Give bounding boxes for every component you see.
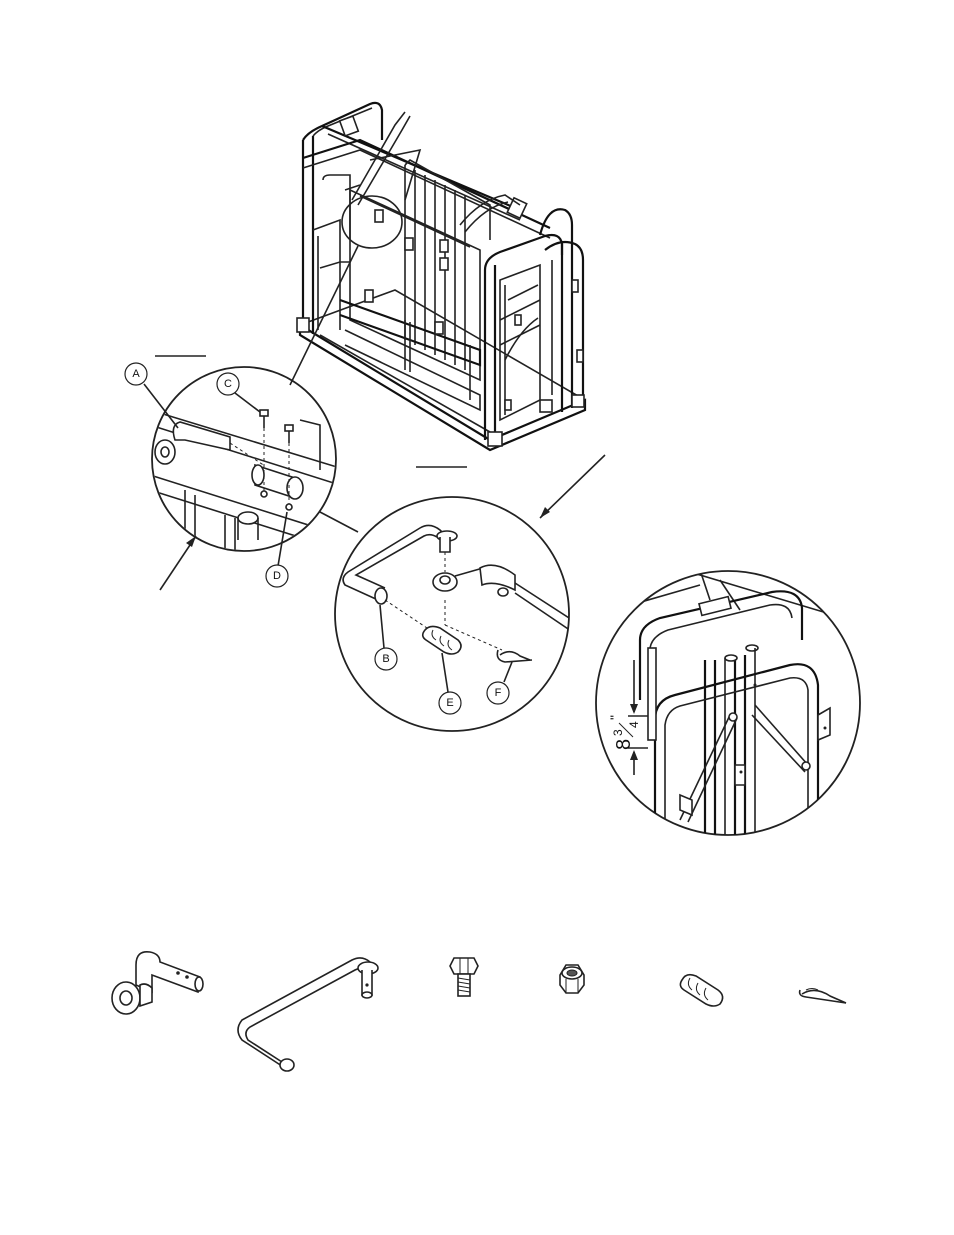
callout-b: B xyxy=(382,653,389,665)
dimension-numerator: 3 xyxy=(611,729,625,736)
detail-view-left xyxy=(150,356,340,590)
part-nut xyxy=(560,965,584,993)
callout-c: C xyxy=(224,378,232,390)
dimension-label: 8 3 4 " xyxy=(607,715,641,750)
dimension-denominator: 4 xyxy=(627,721,641,728)
detail-focus-circle xyxy=(342,196,402,248)
detail-view-right xyxy=(596,570,860,835)
dimension-unit: " xyxy=(607,715,623,720)
part-grip xyxy=(680,975,722,1006)
part-hitch-pin xyxy=(800,989,846,1004)
callout-a: A xyxy=(132,368,140,380)
dimension-whole: 8 xyxy=(613,739,635,750)
callout-f: F xyxy=(495,687,502,699)
callout-d: D xyxy=(273,570,281,582)
part-u-handle xyxy=(238,958,378,1071)
detail-view-center xyxy=(335,455,605,731)
chute-assembly xyxy=(297,103,585,450)
part-latch-pin xyxy=(112,952,203,1014)
part-bolt xyxy=(450,958,478,996)
callout-e: E xyxy=(446,697,453,709)
